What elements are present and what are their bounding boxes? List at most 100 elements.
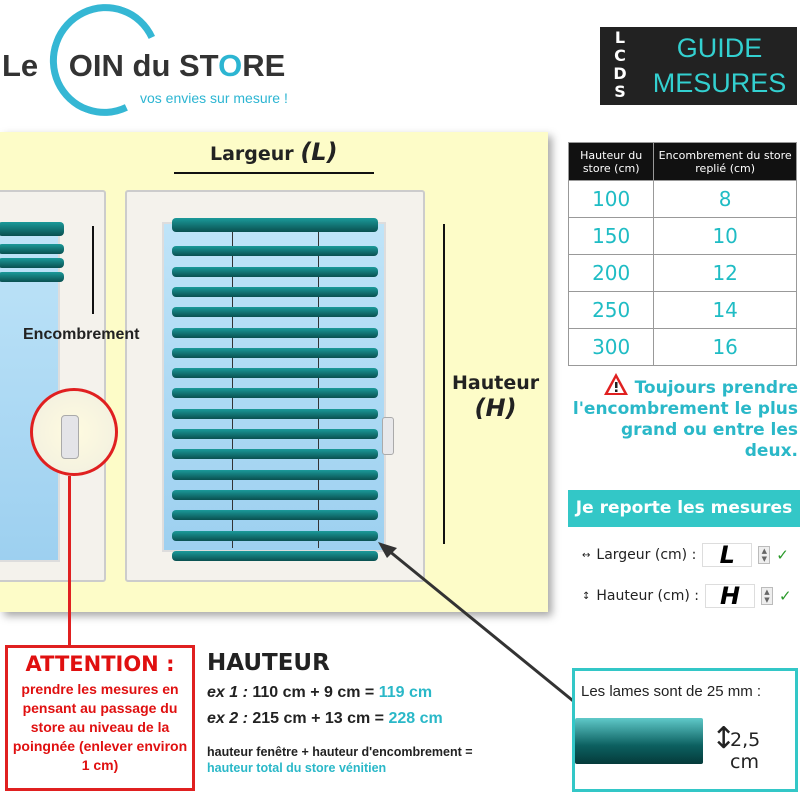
width-field-row: ↔ Largeur (cm) : L ▲▼ ✓: [582, 543, 789, 567]
left-window-frame: [0, 190, 106, 582]
height-label-text: Hauteur: [452, 372, 540, 394]
blind-slat: [172, 530, 378, 541]
warning-text: Toujours prendre l'encombrement le plus …: [572, 378, 798, 461]
example-calc: 215 cm + 13 cm =: [247, 710, 389, 727]
logo-text: Le: [2, 48, 47, 83]
height-examples: HAUTEUR ex 1 : 110 cm + 9 cm = 119 cm ex…: [207, 650, 567, 776]
badge-letter: D: [613, 64, 627, 83]
height-title: HAUTEUR: [207, 650, 330, 676]
stack-label: Encombrement: [23, 326, 140, 343]
vertical-arrow-icon: ↕: [582, 590, 591, 602]
table-header: Hauteur du store (cm): [567, 142, 655, 181]
logo-text: OIN du ST: [68, 48, 219, 83]
blind-slat: [172, 266, 378, 277]
blind-slat: [172, 408, 378, 419]
blind-slat: [172, 218, 378, 232]
handle-icon: [61, 415, 79, 459]
vertical-arrow-icon: ↕: [711, 721, 737, 756]
height-cell: 300: [567, 328, 655, 366]
height-cell: 150: [567, 217, 655, 255]
height-field-label: Hauteur (cm) :: [596, 588, 699, 604]
slat-dimension: 2,5 cm: [730, 729, 761, 773]
stack-cell: 16: [653, 328, 797, 366]
height-field-row: ↕ Hauteur (cm) : H ▲▼ ✓: [582, 584, 792, 608]
blind-slat: [172, 347, 378, 358]
badge-letters: L C D S: [606, 29, 634, 101]
height-cell: 100: [567, 180, 655, 218]
height-formula: hauteur fenêtre + hauteur d'encombrement…: [207, 744, 567, 776]
stack-cell: 8: [653, 180, 797, 218]
guide-badge: L C D S GUIDE MESURES: [600, 27, 797, 105]
window-diagram: Encombrement Largeur (L) Hauteur(H): [0, 132, 548, 646]
badge-letter: S: [614, 82, 626, 101]
horizontal-arrow-icon: ↔: [582, 549, 591, 561]
badge-letter: L: [614, 28, 626, 47]
blind-cord: [318, 218, 319, 548]
badge-line: MESURES: [652, 68, 787, 98]
handle-zoom-circle: [30, 388, 118, 476]
check-icon: ✓: [778, 587, 792, 605]
height-input[interactable]: H: [704, 584, 755, 608]
example-calc: 110 cm + 9 cm =: [247, 684, 379, 701]
width-field-label: Largeur (cm) :: [596, 547, 697, 563]
blind-slat: [172, 489, 378, 500]
stack-height-table: Hauteur du store (cm) Encombrement du st…: [567, 142, 797, 366]
slat-title: Les lames sont de 25 mm :: [581, 683, 762, 700]
blind-slat: [172, 469, 378, 480]
height-symbol: (H): [474, 394, 517, 422]
blind-slat: [0, 272, 64, 282]
blind-slat: [0, 222, 64, 236]
width-input[interactable]: L: [702, 543, 753, 567]
blind-slat: [172, 368, 378, 379]
example-result: 228 cm: [388, 710, 443, 727]
logo-text: O: [218, 48, 243, 83]
width-symbol: (L): [300, 138, 338, 166]
blind-slat: [0, 258, 64, 268]
badge-line: GUIDE: [676, 33, 763, 63]
blind-slat: [172, 307, 378, 318]
width-spinner[interactable]: ▲▼: [758, 546, 771, 564]
height-spinner[interactable]: ▲▼: [760, 587, 773, 605]
height-cell: 250: [567, 291, 655, 329]
blind-slat: [172, 246, 378, 257]
example-label: ex 1 :: [207, 684, 248, 701]
formula-result: hauteur total du store vénitien: [207, 761, 387, 775]
blind-slat: [172, 327, 378, 338]
attention-title: ATTENTION :: [25, 652, 175, 676]
width-label-text: Largeur: [210, 143, 294, 165]
blind-slat: [172, 449, 378, 460]
slat-sample: [575, 718, 703, 764]
badge-title: GUIDE MESURES: [642, 31, 797, 101]
left-blind-stack: [0, 222, 64, 286]
report-title: Je reporte les mesures: [568, 490, 800, 527]
height-label: Hauteur(H): [452, 372, 539, 422]
example-1: ex 1 : 110 cm + 9 cm = 119 cm: [207, 684, 567, 702]
example-2: ex 2 : 215 cm + 13 cm = 228 cm: [207, 710, 567, 728]
height-cell: 200: [567, 254, 655, 292]
venetian-blind: [172, 218, 378, 561]
formula-text: hauteur fenêtre + hauteur d'encombrement…: [207, 745, 473, 759]
attention-box: ATTENTION : prendre les mesures en pensa…: [5, 645, 195, 791]
warning-icon: [603, 373, 628, 395]
badge-letter: C: [614, 46, 626, 65]
slat-size-box: Les lames sont de 25 mm : ↕ 2,5 cm: [572, 668, 798, 792]
blind-slat: [0, 244, 64, 254]
blind-slat: [172, 388, 378, 399]
blind-cord: [232, 218, 233, 548]
height-arrow: [443, 224, 445, 544]
blind-slat: [172, 286, 378, 297]
example-result: 119 cm: [378, 684, 433, 701]
example-label: ex 2 :: [207, 710, 248, 727]
stack-arrow: [92, 226, 94, 314]
handle-icon: [382, 417, 394, 455]
stack-cell: 10: [653, 217, 797, 255]
logo: Le OIN du STORE: [2, 48, 285, 84]
blind-slat: [172, 510, 378, 521]
attention-body: prendre les mesures en pensant au passag…: [12, 681, 188, 773]
blind-slat: [172, 429, 378, 439]
